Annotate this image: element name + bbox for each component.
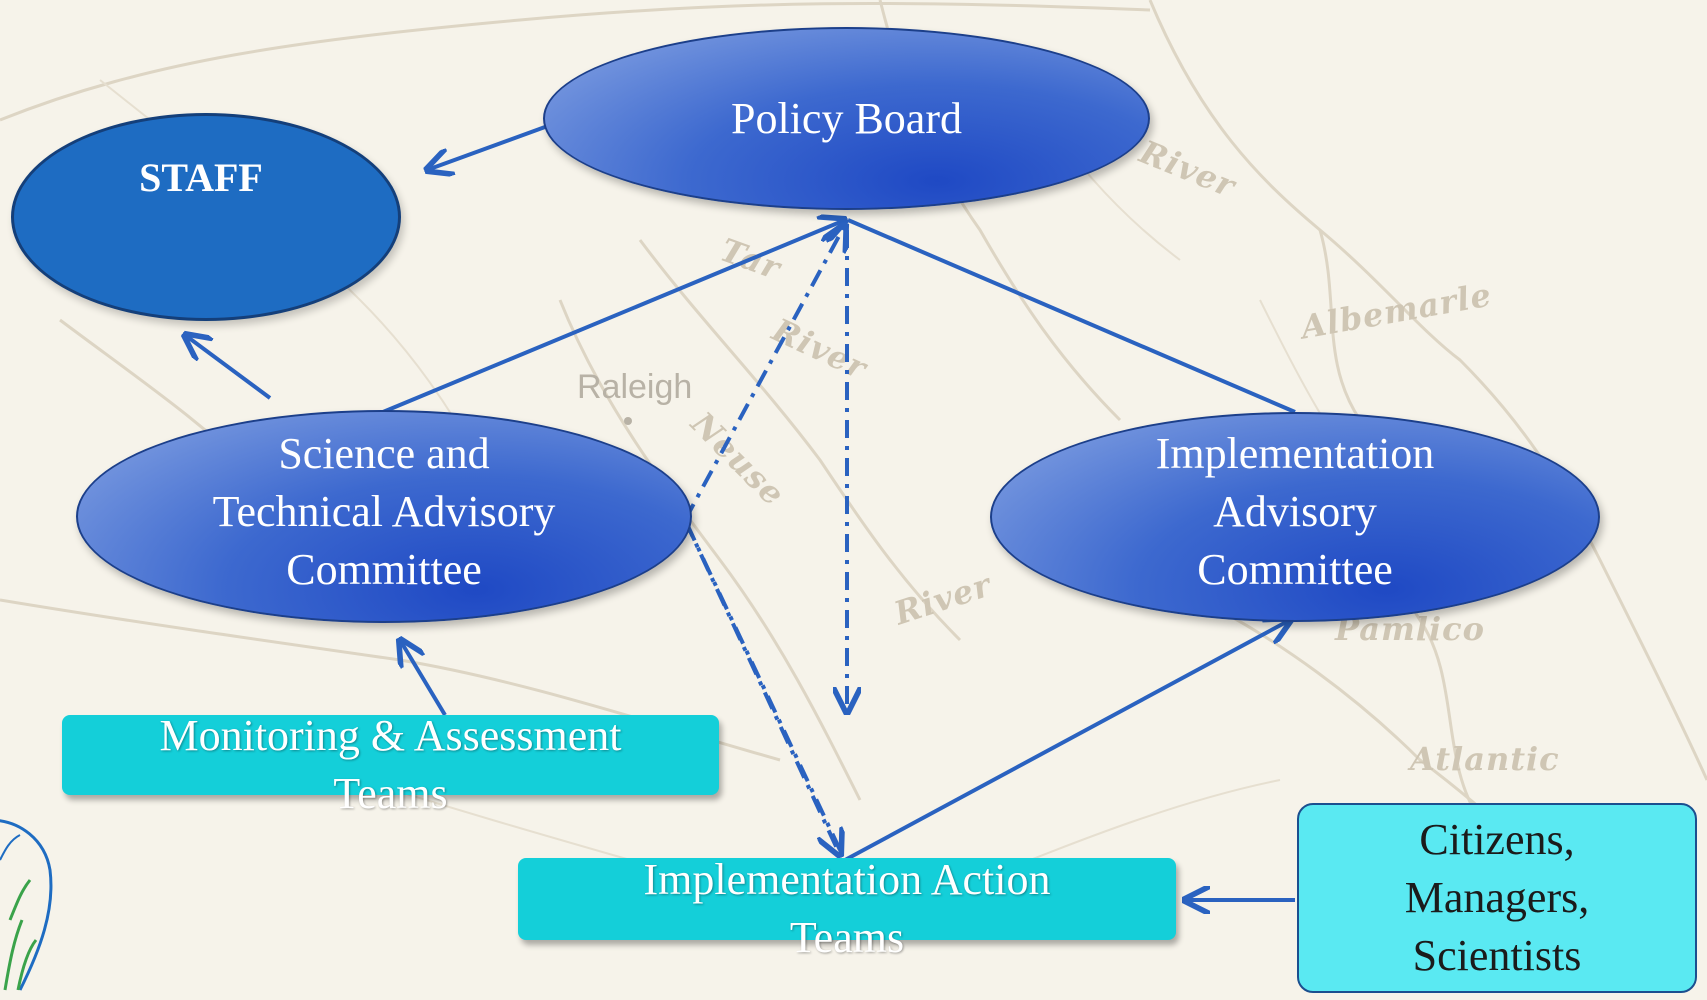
- implementation-action-box[interactable]: Implementation Action Teams: [518, 855, 1176, 962]
- logo-icon: [0, 819, 53, 991]
- iac-label: Implementation Advisory Committee: [1155, 429, 1435, 594]
- map-label-atlantic: Atlantic: [1410, 740, 1560, 778]
- citizens-box[interactable]: Citizens, Managers, Scientists: [1297, 803, 1697, 993]
- arrow-policy-to-staff: [427, 125, 546, 170]
- policy-board-node[interactable]: Policy Board: [543, 27, 1150, 210]
- dashed-stac-to-policy: [683, 225, 845, 521]
- stac-node[interactable]: Science and Technical Advisory Committee: [76, 410, 692, 623]
- arrow-iat-to-iac: [844, 620, 1290, 862]
- stac-label: Science and Technical Advisory Committee: [212, 428, 556, 594]
- arrow-stac-to-staff: [185, 335, 272, 400]
- arrow-monitoring-to-stac: [400, 640, 447, 717]
- monitoring-assessment-label: Monitoring & Assessment Teams: [159, 711, 622, 818]
- staff-label: STAFF: [139, 154, 263, 200]
- line-iac-to-policy: [847, 218, 1296, 414]
- monitoring-assessment-box[interactable]: Monitoring & Assessment Teams: [62, 711, 719, 818]
- map-label-raleigh: Raleigh: [577, 368, 693, 406]
- policy-board-label: Policy Board: [731, 93, 962, 143]
- staff-node[interactable]: STAFF: [11, 113, 401, 321]
- iac-node[interactable]: Implementation Advisory Committee: [990, 412, 1600, 622]
- line-stac-to-policy: [382, 220, 845, 414]
- citizens-label: Citizens, Managers, Scientists: [1404, 815, 1590, 980]
- city-dot-icon: [624, 417, 632, 425]
- dashed-policy-to-iat: [683, 519, 840, 855]
- implementation-action-label: Implementation Action Teams: [643, 855, 1051, 962]
